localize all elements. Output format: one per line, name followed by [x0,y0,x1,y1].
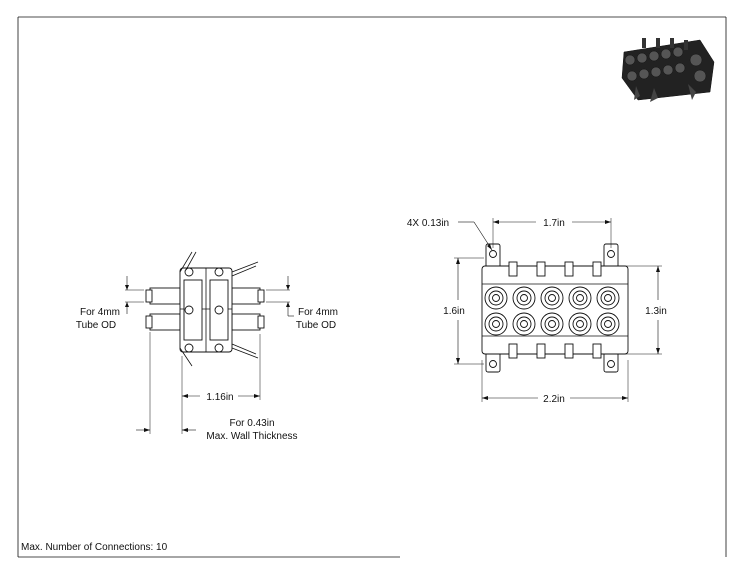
right-tube-label-line1: For 4mm [298,307,338,318]
port [568,312,592,336]
front-view-dimensions [454,218,662,402]
port-grid [484,286,620,336]
wall-thickness-label-line2: Max. Wall Thickness [206,431,297,442]
port [484,312,508,336]
side-width-dimension: 1.16in [206,392,233,403]
port [596,286,620,310]
hole-spacing-dimension: 1.7in [543,218,565,229]
port [568,286,592,310]
left-tube-label-line1: For 4mm [80,307,120,318]
port [512,286,536,310]
wall-thickness-label-line1: For 0.43in [229,418,274,429]
port [484,286,508,310]
hole-height-dimension: 1.3in [645,306,667,317]
port [540,286,564,310]
connections-note: Max. Number of Connections: 10 [21,542,168,553]
right-tube-label-line2: Tube OD [296,320,336,331]
port [540,312,564,336]
overall-width-dimension: 2.2in [543,394,565,405]
left-tube-label-line2: Tube OD [76,320,116,331]
overall-height-dimension: 1.6in [443,306,465,317]
isometric-preview-image [621,38,715,102]
port [512,312,536,336]
hole-diameter-dimension: 4X 0.13in [407,218,449,229]
port [596,312,620,336]
sheet-border [17,16,727,558]
side-view [125,251,294,434]
